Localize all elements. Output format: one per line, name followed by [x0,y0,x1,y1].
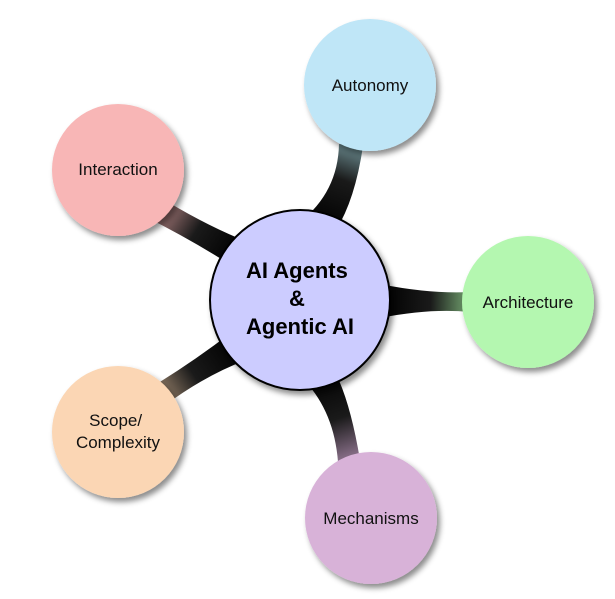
center-circle [209,209,391,391]
center-title: AI Agents & Agentic AI [246,258,354,339]
center-node[interactable]: AI Agents & Agentic AI [209,209,391,391]
branch-interaction-label: Interaction [78,160,157,179]
branch-architecture-circle [462,236,594,368]
connector-scope [150,332,246,406]
branch-scope-complexity[interactable]: Scope/ Complexity [52,366,184,498]
branch-autonomy-label: Autonomy [332,76,409,95]
branch-architecture[interactable]: Architecture [462,236,594,368]
branch-mechanisms-circle [305,452,437,584]
branch-architecture-label: Architecture [483,293,574,312]
branch-interaction-circle [52,104,184,236]
branch-mechanisms[interactable]: Mechanisms [305,452,437,584]
branch-interaction[interactable]: Interaction [52,104,184,236]
connector-mechanisms [302,370,360,462]
connector-architecture [380,284,470,318]
branch-mechanisms-label: Mechanisms [323,509,418,528]
branch-autonomy[interactable]: Autonomy [304,19,436,151]
branch-scope-complexity-circle [52,366,184,498]
branch-scope-complexity-label: Scope/ Complexity [76,411,161,452]
branch-autonomy-circle [304,19,436,151]
connector-autonomy [300,144,363,230]
